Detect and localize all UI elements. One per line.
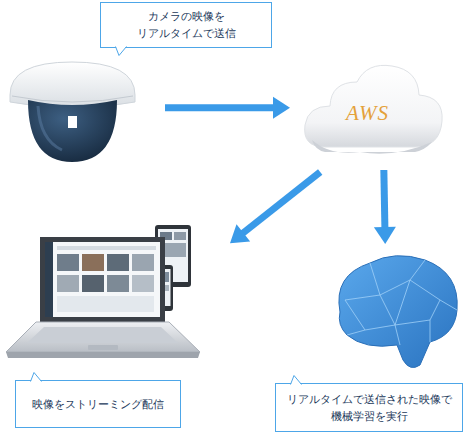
- arrow-shaft: [243, 172, 321, 233]
- callout-tail-fill: [291, 376, 302, 386]
- laptop-and-devices-part: [88, 345, 118, 350]
- callout-tail: [290, 375, 304, 385]
- laptop-and-devices-part: [82, 275, 104, 292]
- laptop-and-devices-part: [45, 242, 53, 317]
- callout-tail-outline: [291, 376, 302, 385]
- callout-text: 映像をストリーミング配信: [32, 396, 164, 413]
- callout-tail: [30, 372, 44, 382]
- laptop-and-devices-part: [6, 322, 200, 352]
- laptop-and-devices-part: [132, 275, 154, 292]
- laptop-and-devices-part: [174, 232, 186, 240]
- laptop-and-devices-part: [6, 352, 200, 358]
- camera-node: カメラの映像を リアルタイムで送信: [5, 55, 140, 167]
- laptop-and-devices-part: [107, 275, 129, 292]
- ml-node: リアルタイムで送信された映像で 機械学習を実行: [325, 250, 465, 375]
- brain-illustration-part: [339, 256, 457, 368]
- callout-bubble: カメラの映像を リアルタイムで送信: [100, 2, 272, 48]
- arrow-head: [273, 97, 290, 119]
- cloud-node: AWS: [298, 55, 446, 165]
- callout-tail-fill: [116, 46, 127, 56]
- flow-arrow: [165, 97, 290, 119]
- laptop-and-devices: [6, 225, 200, 358]
- callout-tail-outline: [31, 373, 42, 382]
- dome-camera-part: [28, 100, 117, 162]
- laptop-and-devices-part: [27, 327, 178, 343]
- laptop-and-devices-part: [107, 254, 129, 271]
- callout-text: カメラの映像を リアルタイムで送信: [107, 8, 265, 42]
- laptop-and-devices-part: [132, 254, 154, 271]
- aws-cloud-part: [312, 140, 432, 154]
- callout-tail-outline: [116, 47, 127, 56]
- laptop-and-devices-part: [45, 242, 160, 317]
- aws-cloud-part: [305, 65, 442, 147]
- callout-bubble: 映像をストリーミング配信: [15, 380, 181, 428]
- laptop-and-devices-part: [82, 254, 104, 271]
- laptop-and-devices-part: [40, 237, 165, 322]
- dome-camera-part: [68, 116, 77, 128]
- brain-illustration: [339, 256, 457, 368]
- laptop-and-devices-part: [57, 254, 79, 271]
- arrow-head: [374, 227, 396, 244]
- laptop-and-devices-part: [57, 246, 156, 250]
- flow-arrow: [374, 170, 396, 244]
- flow-arrow: [230, 172, 320, 243]
- client-node: 映像をストリーミング配信: [25, 222, 210, 364]
- callout-bubble: リアルタイムで送信された映像で 機械学習を実行: [275, 383, 463, 432]
- dome-camera-part: [38, 106, 62, 150]
- arrow-shaft: [165, 104, 274, 111]
- callout-tail-fill: [31, 373, 42, 383]
- callout-text: リアルタイムで送信された映像で 機械学習を実行: [282, 391, 456, 425]
- dome-camera: [10, 62, 135, 162]
- arrow-head: [230, 224, 250, 243]
- cloud-label: AWS: [346, 101, 389, 126]
- brain-illustration-part: [345, 260, 457, 345]
- aws-cloud: [305, 65, 442, 153]
- callout-tail: [115, 46, 129, 56]
- laptop-and-devices-part: [57, 296, 154, 312]
- arrow-shaft: [384, 170, 385, 228]
- laptop-and-devices-part: [57, 275, 79, 292]
